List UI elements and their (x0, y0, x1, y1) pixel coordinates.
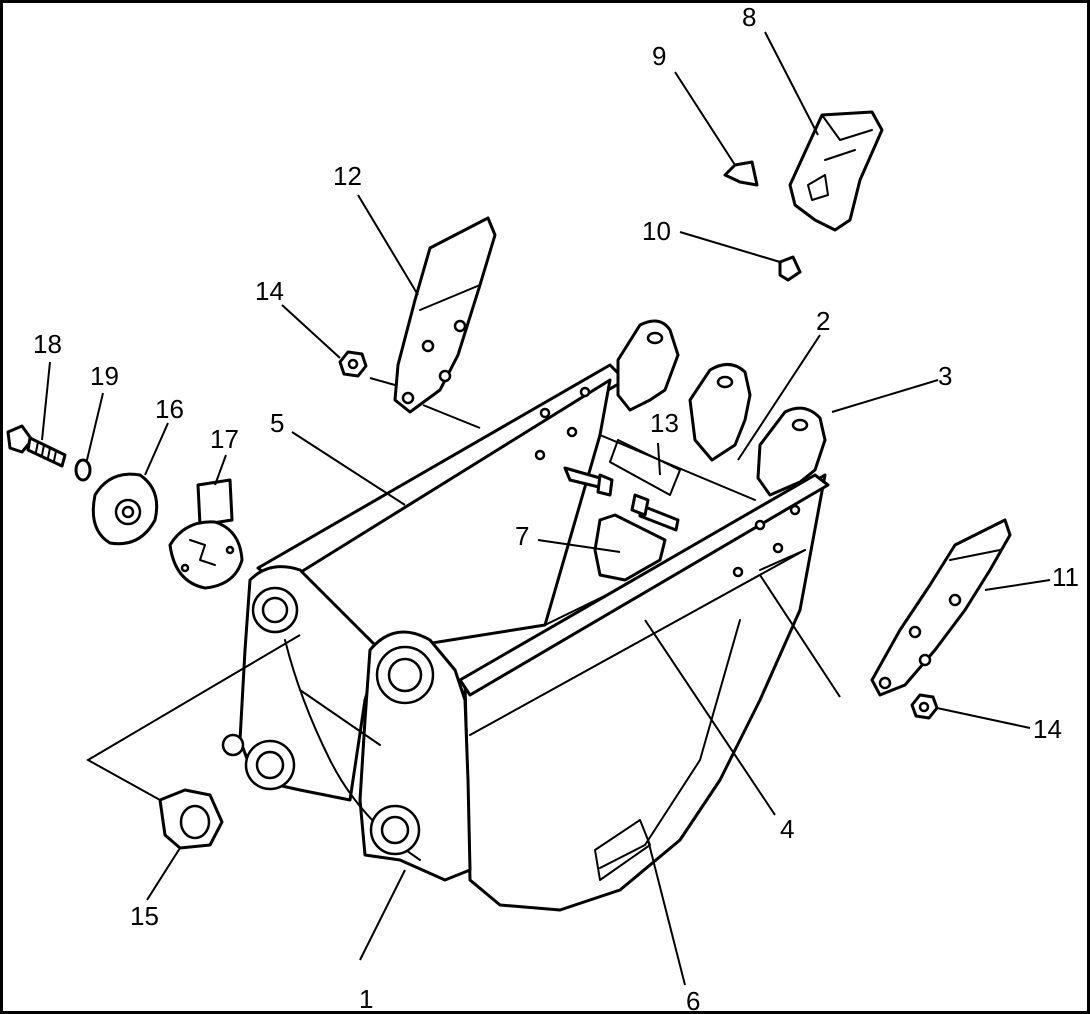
label-19: 19 (90, 361, 119, 391)
wear-plate (593, 513, 667, 582)
label-9: 9 (652, 41, 666, 71)
label-1: 1 (359, 984, 373, 1014)
label-10: 10 (642, 216, 671, 246)
bolt (6, 424, 67, 468)
washer (74, 458, 92, 482)
side-cutter-right (870, 518, 1012, 697)
label-4: 4 (780, 814, 794, 844)
shim-disc (91, 472, 159, 546)
nut-lower (910, 693, 939, 720)
side-cutter-left (393, 216, 497, 414)
pin-part (778, 255, 802, 282)
label-11: 11 (1052, 562, 1079, 592)
label-17: 17 (210, 424, 239, 454)
tooth (788, 110, 884, 232)
label-5: 5 (270, 408, 284, 438)
label-3: 3 (938, 361, 952, 391)
tooth-adapters (616, 319, 827, 497)
label-15: 15 (130, 901, 159, 931)
spacer-plate (168, 478, 244, 590)
label-14-upper: 14 (255, 276, 284, 306)
bucket-body (221, 363, 830, 912)
label-7: 7 (515, 521, 529, 551)
label-8: 8 (742, 2, 756, 32)
nut-upper (338, 350, 368, 378)
bushing (158, 788, 224, 850)
leader-lines (41, 31, 1051, 986)
label-16: 16 (155, 394, 184, 424)
label-12: 12 (333, 161, 362, 191)
part-numbers: 1 2 3 4 5 6 7 8 9 10 11 12 13 14 14 15 1… (33, 2, 1079, 1014)
label-14-lower: 14 (1033, 714, 1062, 744)
label-18: 18 (33, 329, 62, 359)
lock-part (723, 160, 759, 187)
plate (609, 439, 681, 496)
label-2: 2 (816, 306, 830, 336)
label-6: 6 (686, 986, 700, 1014)
bolt-set (563, 466, 680, 532)
label-13: 13 (650, 408, 679, 438)
